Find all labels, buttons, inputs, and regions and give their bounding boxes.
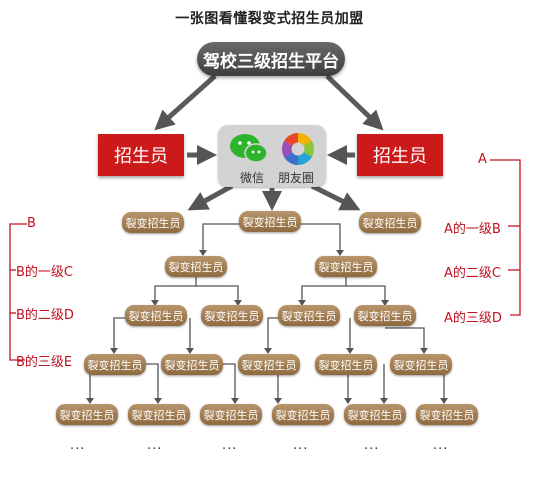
label-b-level1: B的一级C [16,265,73,280]
label-a-level3: A的三级D [444,311,502,326]
social-channels: 微信 朋友圈 [218,125,326,187]
recruit-node-l3-3: 裂变招生员 [278,305,340,326]
recruit-node-l2-right: 裂变招生员 [315,256,377,277]
recruit-node-l5-1: 裂变招生员 [56,404,118,425]
recruit-node-l5-4: 裂变招生员 [272,404,334,425]
recruit-node-l5-3: 裂变招生员 [200,404,262,425]
label-b: B [27,216,36,231]
recruit-node-l4-5: 裂变招生员 [390,354,452,375]
ellipsis-4: ... [293,438,309,453]
recruiter-right: 招生员 [357,134,443,176]
page-title: 一张图看懂裂变式招生员加盟 [175,11,364,27]
ellipsis-1: ... [70,438,86,453]
recruit-node-l5-5: 裂变招生员 [344,404,406,425]
recruit-node-l1-left: 裂变招生员 [122,212,184,233]
moments-label: 朋友圈 [278,171,315,185]
main-arrows [154,74,384,211]
recruit-node-l1-center: 裂变招生员 [239,211,301,232]
recruit-node-l5-6: 裂变招生员 [416,404,478,425]
recruit-node-l4-3: 裂变招生员 [238,354,300,375]
tree-connectors [9,159,521,402]
moments-icon [281,132,315,166]
label-a-level2: A的二级C [444,266,501,281]
label-a: A [478,152,487,167]
recruit-node-l4-4: 裂变招生员 [315,354,377,375]
wechat-icon [230,134,268,163]
recruit-node-l4-1: 裂变招生员 [84,354,146,375]
platform-node: 驾校三级招生平台 [197,42,345,76]
recruiter-left: 招生员 [98,134,184,176]
recruit-node-l5-2: 裂变招生员 [128,404,190,425]
label-a-level1: A的一级B [444,222,501,237]
label-b-level2: B的二级D [16,308,74,323]
wechat-label: 微信 [240,171,265,185]
ellipsis-6: ... [433,438,449,453]
ellipsis-3: ... [222,438,238,453]
tree-arrowheads [86,250,448,404]
recruit-node-l1-right: 裂变招生员 [359,212,421,233]
recruit-node-l4-2: 裂变招生员 [161,354,223,375]
recruit-node-l3-1: 裂变招生员 [125,305,187,326]
recruit-node-l2-left: 裂变招生员 [165,256,227,277]
recruit-node-l3-4: 裂变招生员 [354,305,416,326]
recruit-node-l3-2: 裂变招生员 [201,305,263,326]
ellipsis-2: ... [147,438,163,453]
ellipsis-5: ... [364,438,380,453]
label-b-level3: B的三级E [16,355,73,370]
